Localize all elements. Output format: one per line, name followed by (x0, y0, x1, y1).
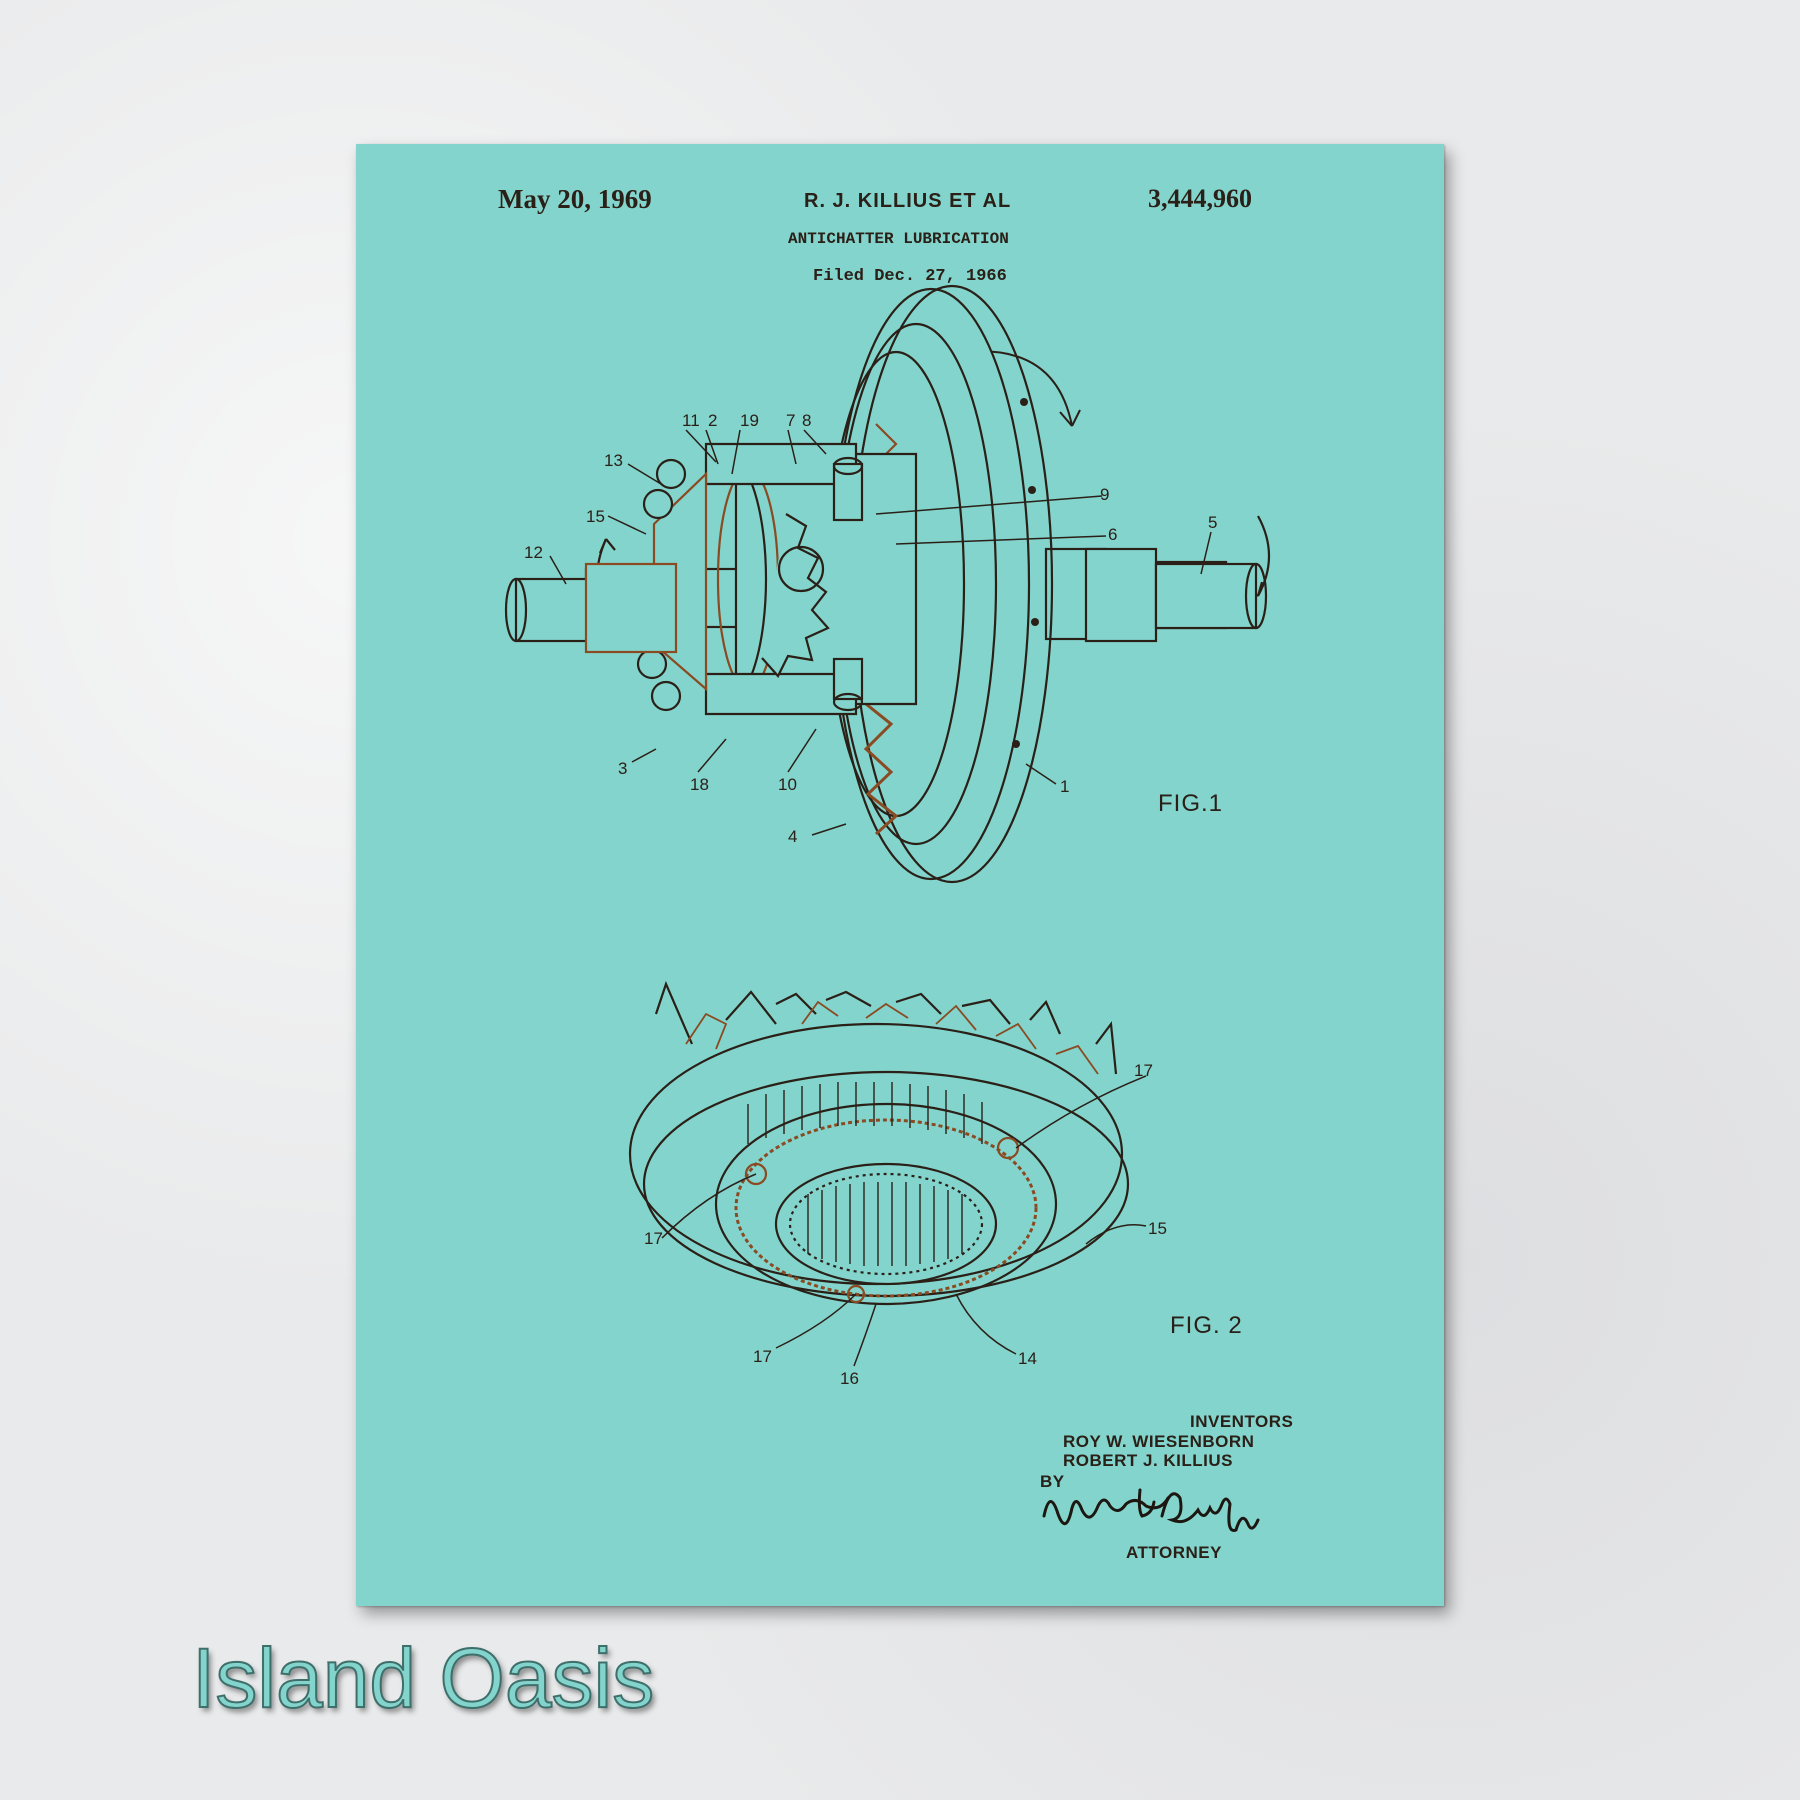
patent-date: May 20, 1969 (498, 184, 652, 214)
fig1-ref: 6 (1108, 525, 1117, 544)
inventor-name: ROY W. WIESENBORN (1063, 1432, 1255, 1451)
fig1-reference-numerals: 11 2 19 7 8 13 15 12 9 6 5 3 18 10 1 4 (524, 411, 1217, 846)
fig1-ref: 11 (682, 411, 700, 430)
fig1-ref: 4 (788, 827, 797, 846)
fig1-ref: 7 (786, 411, 795, 430)
fig1-ref: 5 (1208, 513, 1217, 532)
inventor-header: R. J. KILLIUS ET AL (804, 190, 1012, 212)
fig1-ref: 1 (1060, 777, 1069, 796)
brand-title: Island Oasis (191, 1630, 655, 1726)
fig1-ref: 10 (778, 775, 797, 794)
inventors-label: INVENTORS (1190, 1412, 1294, 1431)
attorney-signature (1042, 1488, 1260, 1532)
filed-date: Filed Dec. 27, 1966 (813, 267, 1007, 286)
fig2-ref: 17 (753, 1347, 772, 1366)
fig2-ref: 14 (1018, 1349, 1037, 1368)
attorney-label: ATTORNEY (1126, 1543, 1222, 1562)
fig1-ref: 19 (740, 411, 759, 430)
patent-number: 3,444,960 (1148, 184, 1252, 213)
fig2-ref: 17 (1134, 1061, 1153, 1080)
fig2-leaders (661, 1075, 1147, 1367)
fig1-ref: 9 (1100, 485, 1109, 504)
fig1-ref: 2 (708, 411, 717, 430)
fig2-label: FIG. 2 (1170, 1312, 1243, 1339)
fig2-reference-numerals: 17 17 15 17 16 14 (644, 1061, 1167, 1388)
fig1-ref: 8 (802, 411, 811, 430)
patent-drawings: 11 2 19 7 8 13 15 12 9 6 5 3 18 10 1 4 (504, 284, 1271, 1532)
inventor-name: ROBERT J. KILLIUS (1063, 1451, 1234, 1470)
fig1-drawing (504, 284, 1271, 884)
patent-poster: May 20, 1969 R. J. KILLIUS ET AL 3,444,9… (356, 144, 1444, 1606)
fig2-drawing (628, 980, 1130, 1306)
fig1-ref: 13 (604, 451, 623, 470)
fig1-label: FIG.1 (1158, 790, 1224, 817)
fig1-ref: 12 (524, 543, 543, 562)
fig2-ref: 17 (644, 1229, 663, 1248)
by-label: BY (1040, 1472, 1065, 1491)
fig1-leaders (549, 429, 1212, 836)
patent-title: ANTICHATTER LUBRICATION (788, 230, 1009, 248)
fig2-ref: 15 (1148, 1219, 1167, 1238)
fig2-ref: 16 (840, 1369, 859, 1388)
fig1-ref: 3 (618, 759, 627, 778)
fig1-ref: 15 (586, 507, 605, 526)
fig1-ref: 18 (690, 775, 709, 794)
